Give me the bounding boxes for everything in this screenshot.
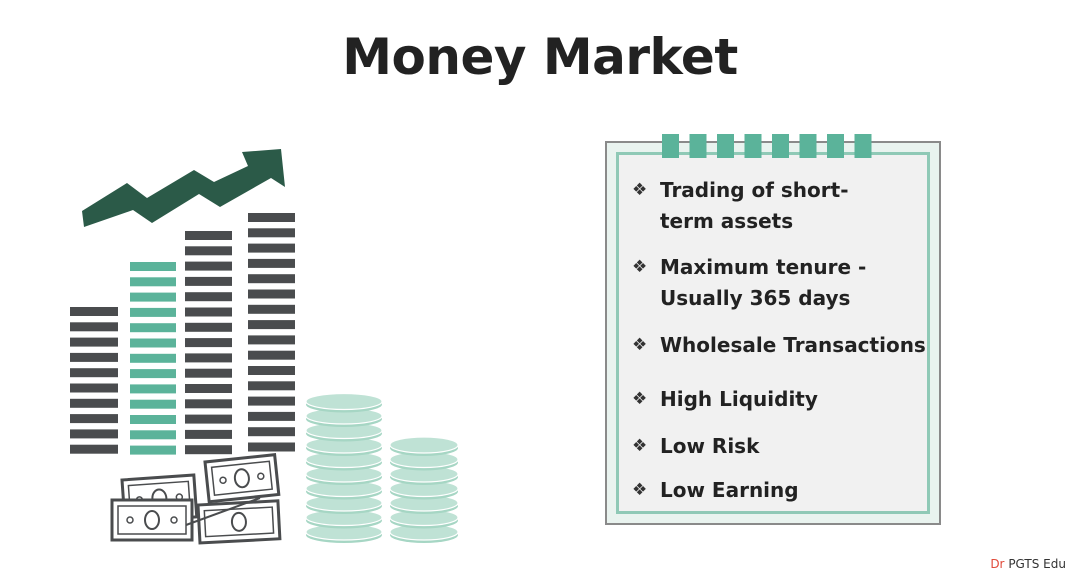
note-text: Maximum tenure - Usually 365 days — [660, 255, 867, 310]
bar-segment — [130, 445, 176, 455]
note-text: Trading of short-term assets — [660, 178, 849, 233]
bar-segment — [70, 352, 118, 362]
ring-icon — [662, 134, 679, 158]
bar-segment — [130, 415, 176, 424]
bar-segment — [185, 429, 232, 439]
bar-segment — [248, 289, 295, 299]
bar-segment — [248, 381, 295, 391]
ring-icon — [689, 134, 707, 158]
note-item: ❖ Low Earning — [632, 475, 932, 506]
bar-segment — [248, 335, 295, 345]
bar-segment — [185, 384, 232, 393]
bar-segment — [130, 353, 176, 363]
bar-segment — [70, 337, 118, 347]
diamond-bullet-icon: ❖ — [632, 436, 648, 456]
growth-arrow-icon — [82, 149, 285, 227]
diamond-bullet-icon: ❖ — [632, 180, 648, 200]
coin — [389, 436, 459, 454]
bar-segment — [70, 368, 118, 378]
note-item: ❖ Wholesale Transactions — [632, 330, 932, 361]
bar-segment — [185, 276, 232, 286]
bar-segment — [130, 399, 176, 409]
bar-segment — [70, 307, 118, 316]
bar-segment — [130, 430, 176, 440]
note-item: ❖ Trading of short-term assets — [632, 175, 932, 237]
bar-segment — [248, 274, 295, 284]
bar-segment — [248, 258, 295, 268]
bar-segment — [185, 261, 232, 271]
diamond-bullet-icon: ❖ — [632, 335, 648, 355]
bar-segment — [70, 322, 118, 332]
bar-segment — [130, 262, 176, 271]
diamond-bullet-icon: ❖ — [632, 257, 648, 277]
coin — [305, 392, 383, 411]
bar-segment — [185, 368, 232, 378]
bar-segment — [130, 277, 176, 287]
bar-segment — [130, 369, 176, 379]
note-item: ❖ Maximum tenure - Usually 365 days — [632, 252, 932, 314]
note-text: Wholesale Transactions — [660, 333, 926, 357]
bar-segment — [70, 444, 118, 454]
diamond-bullet-icon: ❖ — [632, 389, 648, 409]
note-item: ❖ High Liquidity — [632, 384, 932, 415]
bar-segment — [130, 292, 176, 302]
bar-segment — [130, 323, 176, 333]
ring-icon — [854, 134, 872, 158]
bar-segment — [185, 246, 232, 256]
ring-icon — [744, 134, 762, 158]
note-text: Low Earning — [660, 478, 799, 502]
notepad-inner — [616, 152, 930, 514]
bar-segment — [185, 307, 232, 317]
money-market-illustration — [70, 149, 459, 545]
bar-segment — [185, 353, 232, 363]
bar-segment — [248, 213, 295, 222]
bar-segment — [248, 350, 295, 360]
note-item: ❖ Low Risk — [632, 431, 932, 462]
ring-icon — [799, 134, 817, 158]
bar-segment — [248, 228, 295, 238]
bar-segment — [185, 338, 232, 348]
bar-segment — [70, 429, 118, 439]
bar-segment — [70, 398, 118, 408]
bar-segment — [185, 231, 232, 240]
watermark-rest: PGTS Edu — [1004, 557, 1066, 571]
bar-segment — [248, 320, 295, 330]
bar-stack-icon — [70, 213, 295, 455]
ring-icon — [772, 134, 789, 158]
notepad-rings — [662, 134, 872, 158]
note-text: High Liquidity — [660, 387, 818, 411]
banknote-icon — [110, 453, 282, 545]
ring-icon — [717, 134, 734, 158]
bar-segment — [248, 366, 295, 375]
bar-segment — [185, 322, 232, 332]
bar-segment — [185, 414, 232, 424]
notepad — [605, 141, 941, 525]
bar-segment — [130, 384, 176, 394]
watermark-prefix: Dr — [990, 557, 1005, 571]
diamond-bullet-icon: ❖ — [632, 480, 648, 500]
bar-segment — [248, 304, 295, 314]
bar-segment — [130, 338, 176, 348]
watermark: Dr PGTS Edu — [990, 557, 1066, 571]
bar-segment — [185, 399, 232, 409]
bar-segment — [70, 383, 118, 393]
bar-segment — [248, 427, 295, 437]
bar-segment — [70, 414, 118, 424]
bar-segment — [248, 243, 295, 253]
ring-icon — [827, 134, 844, 158]
coin-stack-icon — [305, 392, 459, 543]
note-text: Low Risk — [660, 434, 760, 458]
bar-segment — [248, 411, 295, 421]
bar-segment — [248, 442, 295, 452]
bar-segment — [185, 445, 232, 455]
bar-segment — [130, 307, 176, 317]
page-title: Money Market — [342, 28, 738, 86]
bar-segment — [248, 396, 295, 406]
bar-segment — [185, 292, 232, 302]
